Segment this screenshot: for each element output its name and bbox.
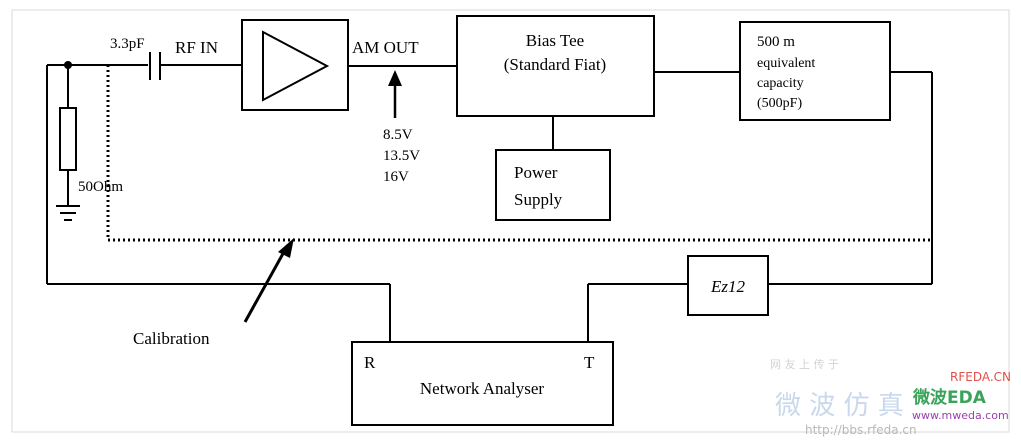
rf-in-label: RF IN [175, 38, 218, 57]
port-r-label: R [364, 353, 376, 372]
watermark-faint-top: 网 友 上 传 于 [770, 357, 839, 371]
bias-tee-subtitle: (Standard Fiat) [504, 55, 606, 74]
am-out-label: AM OUT [352, 38, 419, 57]
watermark: 网 友 上 传 于 微 波 仿 真 RFEDA.CN 微波EDA www.mwe… [770, 357, 1011, 437]
resistor-label: 50Ohm [78, 179, 123, 195]
network-analyser-label: Network Analyser [420, 379, 545, 398]
capacitor-label: 3.3pF [110, 36, 145, 52]
network-analyser-block [351, 341, 614, 426]
ez12-block [687, 255, 769, 316]
watermark-url: www.mweda.com [912, 409, 1009, 422]
voltage-label-1: 8.5V [383, 127, 413, 143]
calibration-arrow-icon [278, 238, 294, 258]
resistor-symbol [59, 107, 77, 171]
power-supply-block [495, 149, 611, 221]
port-t-label: T [584, 353, 595, 372]
junction-dot [64, 61, 72, 69]
calibration-arrow-shaft [243, 249, 287, 323]
power-label-line1: Power [514, 163, 558, 182]
bias-tee-title: Bias Tee [526, 31, 584, 50]
voltage-label-2: 13.5V [383, 148, 420, 164]
capacity-label-line4: (500pF) [757, 96, 802, 111]
page-frame [11, 9, 1010, 433]
up-arrow-icon [388, 70, 402, 86]
calibration-dotted-path [106, 65, 932, 242]
power-label-line2: Supply [514, 190, 563, 209]
watermark-faint-cn: 微 波 仿 真 [775, 391, 904, 421]
capacity-label-line2: equivalent [757, 56, 815, 71]
ez12-label: Ez12 [710, 277, 746, 296]
calibration-label: Calibration [133, 329, 210, 348]
capacity-label-line3: capacity [757, 76, 804, 91]
watermark-bbs-url: http://bbs.rfeda.cn [805, 423, 917, 437]
capacity-label-line1: 500 m [757, 34, 795, 50]
watermark-mweda-logo: 微波EDA [912, 387, 987, 408]
amplifier-block [241, 19, 349, 111]
watermark-rfeda: RFEDA.CN [950, 370, 1011, 384]
capacitor-symbol [149, 52, 242, 80]
bias-tee-block [456, 15, 655, 117]
amplifier-icon [262, 30, 330, 102]
voltage-label-3: 16V [383, 169, 409, 185]
